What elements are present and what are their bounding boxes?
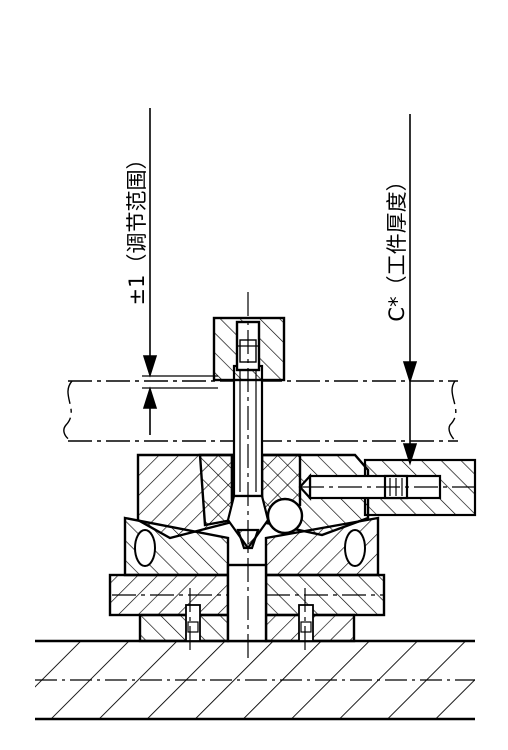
base-screws bbox=[185, 604, 314, 642]
machine-table bbox=[35, 639, 475, 721]
dimension-workpiece-thickness bbox=[402, 114, 418, 466]
workpiece-thickness-label: C*（工件厚度） bbox=[385, 170, 409, 322]
center-lines bbox=[112, 292, 480, 660]
clamping-ball bbox=[266, 497, 304, 535]
adjustment-knob bbox=[212, 316, 286, 382]
adjust-range-label: ±1（调节范围） bbox=[125, 148, 149, 306]
side-rollers bbox=[134, 529, 366, 567]
dimension-adjust-range bbox=[142, 108, 218, 435]
